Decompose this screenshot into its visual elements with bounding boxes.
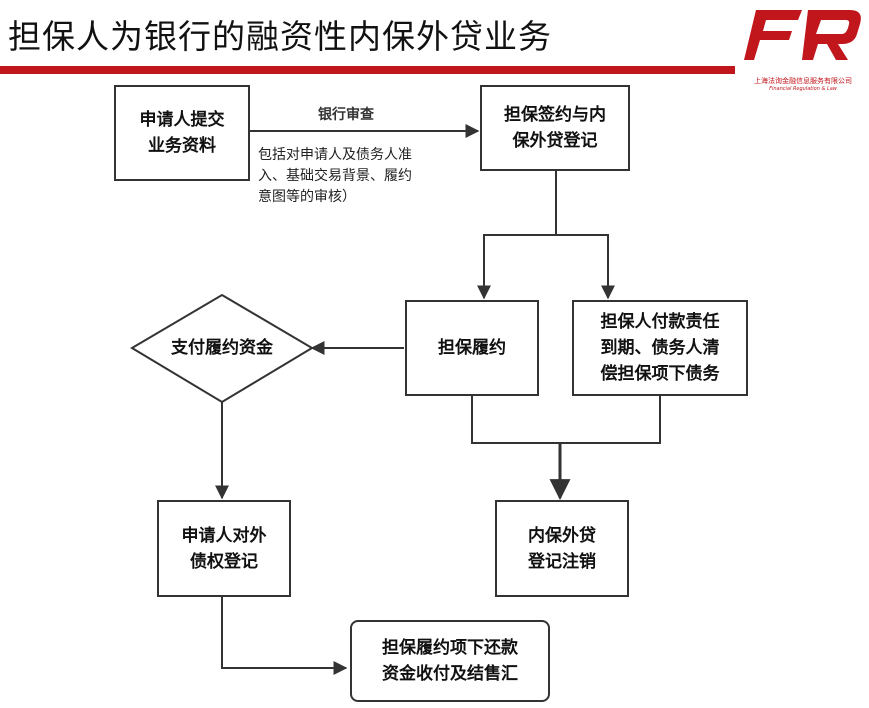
page-title: 担保人为银行的融资性内保外贷业务 — [8, 17, 552, 56]
edge-sign-split — [477, 170, 557, 300]
title-underline — [0, 66, 735, 74]
logo-company-cn: 上海法询金融信息服务有限公司 — [754, 77, 852, 85]
edge-sign-split-right — [556, 234, 615, 300]
edge-claim-to-repay — [221, 597, 348, 675]
node-payment-liability: 担保人付款责任 到期、债务人清 偿担保项下债务 — [572, 300, 748, 396]
node-claim-registration: 申请人对外 债权登记 — [157, 500, 291, 597]
node-submit-materials: 申请人提交 业务资料 — [114, 85, 250, 181]
node-guarantee-performance: 担保履约 — [405, 300, 539, 396]
company-logo: 上海法询金融信息服务有限公司 Financial Regulation & La… — [742, 6, 864, 92]
diamond-shape — [130, 293, 314, 404]
fr-logo-icon — [744, 10, 861, 60]
node-registration-cancellation: 内保外贷 登记注销 — [495, 500, 629, 597]
node-guarantee-signing: 担保签约与内 保外贷登记 — [480, 85, 630, 171]
logo-company-en: Financial Regulation & Law — [769, 86, 837, 92]
edge-liability-merge — [560, 395, 661, 444]
node-repayment-settlement: 担保履约项下还款 资金收付及结售汇 — [350, 620, 550, 702]
edge-label-bank-review: 银行审查 — [318, 107, 374, 123]
edge-perform-merge — [471, 395, 560, 444]
edge-label-review-detail: 包括对申请人及债务人准 入、基础交易背景、履约 意图等的审核） — [258, 147, 412, 205]
node-pay-performance-funds: 支付履约资金 — [171, 338, 273, 358]
